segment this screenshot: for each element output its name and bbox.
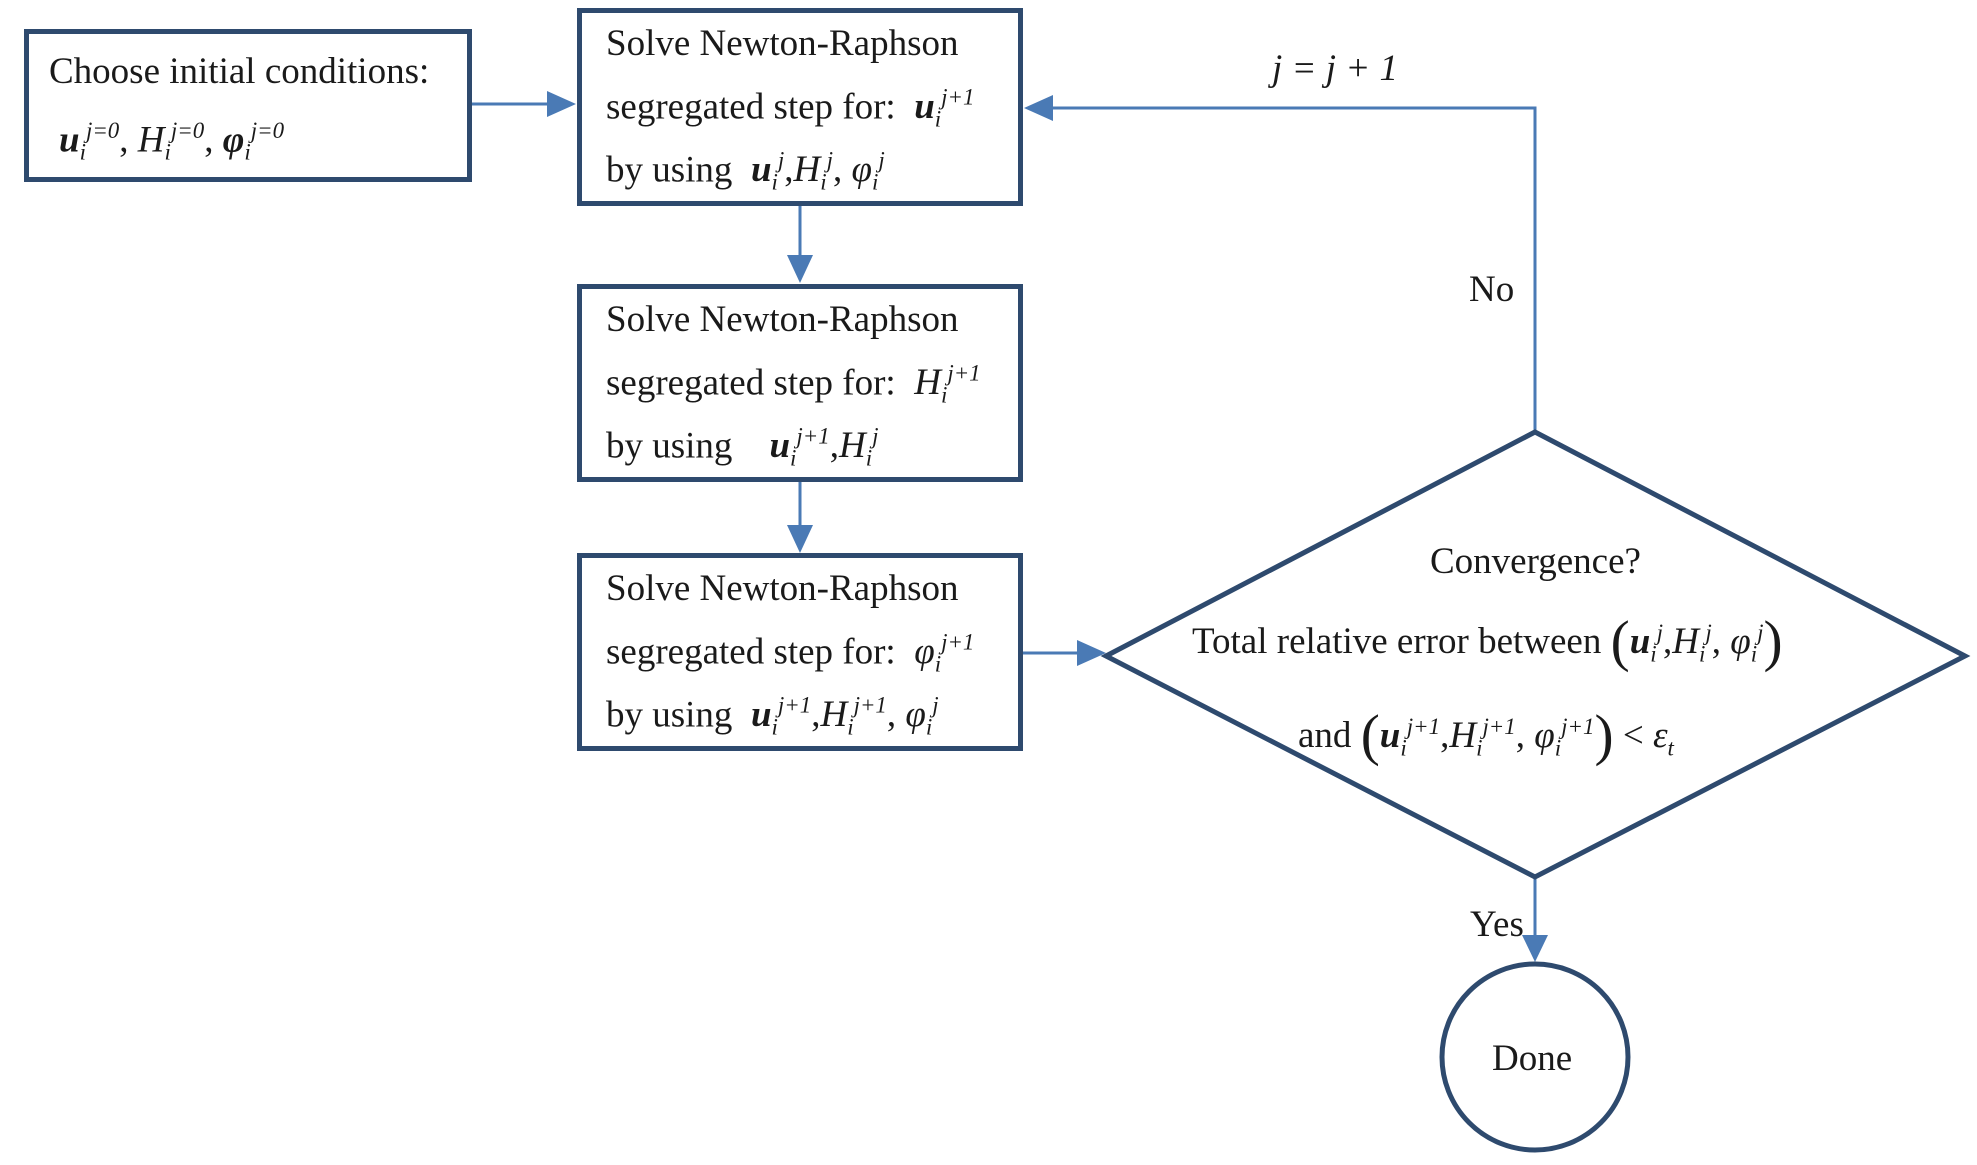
- step-u-target: uij+1: [914, 85, 975, 132]
- arrowhead-yes-to-done: [1522, 935, 1548, 962]
- step-phi-line1: Solve Newton-Raphson: [606, 568, 959, 609]
- step-h-line3: by using uij+1,Hij: [606, 424, 879, 471]
- step-u-line3: by using uij,Hij, φij: [606, 148, 885, 195]
- step-h-inputs: uij+1,Hij: [769, 424, 879, 471]
- arrowhead-no-loop: [1024, 95, 1053, 121]
- arrow-no-loop: [1048, 106, 1537, 432]
- decision-line2: Total relative error between (uij,Hij, φ…: [1192, 610, 1783, 673]
- iterate-label: j = j + 1: [1272, 48, 1398, 89]
- init-values: uij=0, Hij=0, φij=0: [59, 118, 285, 165]
- step-phi-line3: by using uij+1,Hij+1, φij: [606, 693, 939, 740]
- step-h-target: Hij+1: [914, 361, 981, 408]
- decision-diamond: [1100, 429, 1971, 880]
- init-conditions-box: Choose initial conditions: uij=0, Hij=0,…: [24, 29, 472, 182]
- step-h-line1: Solve Newton-Raphson: [606, 299, 959, 340]
- step-h-box: Solve Newton-Raphson segregated step for…: [577, 284, 1023, 482]
- decision-title: Convergence?: [1430, 541, 1641, 582]
- done-label: Done: [1492, 1038, 1573, 1079]
- step-phi-inputs: uij+1,Hij+1, φij: [750, 693, 939, 740]
- step-u-line1: Solve Newton-Raphson: [606, 23, 959, 64]
- step-u-box: Solve Newton-Raphson segregated step for…: [577, 8, 1023, 206]
- step-phi-target: φij+1: [914, 630, 975, 677]
- step-phi-box: Solve Newton-Raphson segregated step for…: [577, 553, 1023, 751]
- step-u-line2: segregated step for: uij+1: [606, 85, 975, 132]
- step-phi-line2: segregated step for: φij+1: [606, 630, 975, 677]
- decision-line3: and (uij+1,Hij+1, φij+1) < εt: [1298, 704, 1674, 767]
- step-u-inputs: uij,Hij, φij: [750, 148, 885, 195]
- yes-label: Yes: [1470, 904, 1524, 945]
- arrowhead-init-to-step-u: [547, 91, 576, 117]
- arrowhead-step-u-to-step-h: [787, 255, 813, 283]
- no-label: No: [1469, 269, 1515, 310]
- arrowhead-step-h-to-step-phi: [787, 525, 813, 553]
- init-title: Choose initial conditions:: [49, 51, 430, 92]
- arrowhead-step-phi-to-decision: [1077, 640, 1106, 666]
- done-circle: [1439, 961, 1631, 1153]
- step-h-line2: segregated step for: Hij+1: [606, 361, 981, 408]
